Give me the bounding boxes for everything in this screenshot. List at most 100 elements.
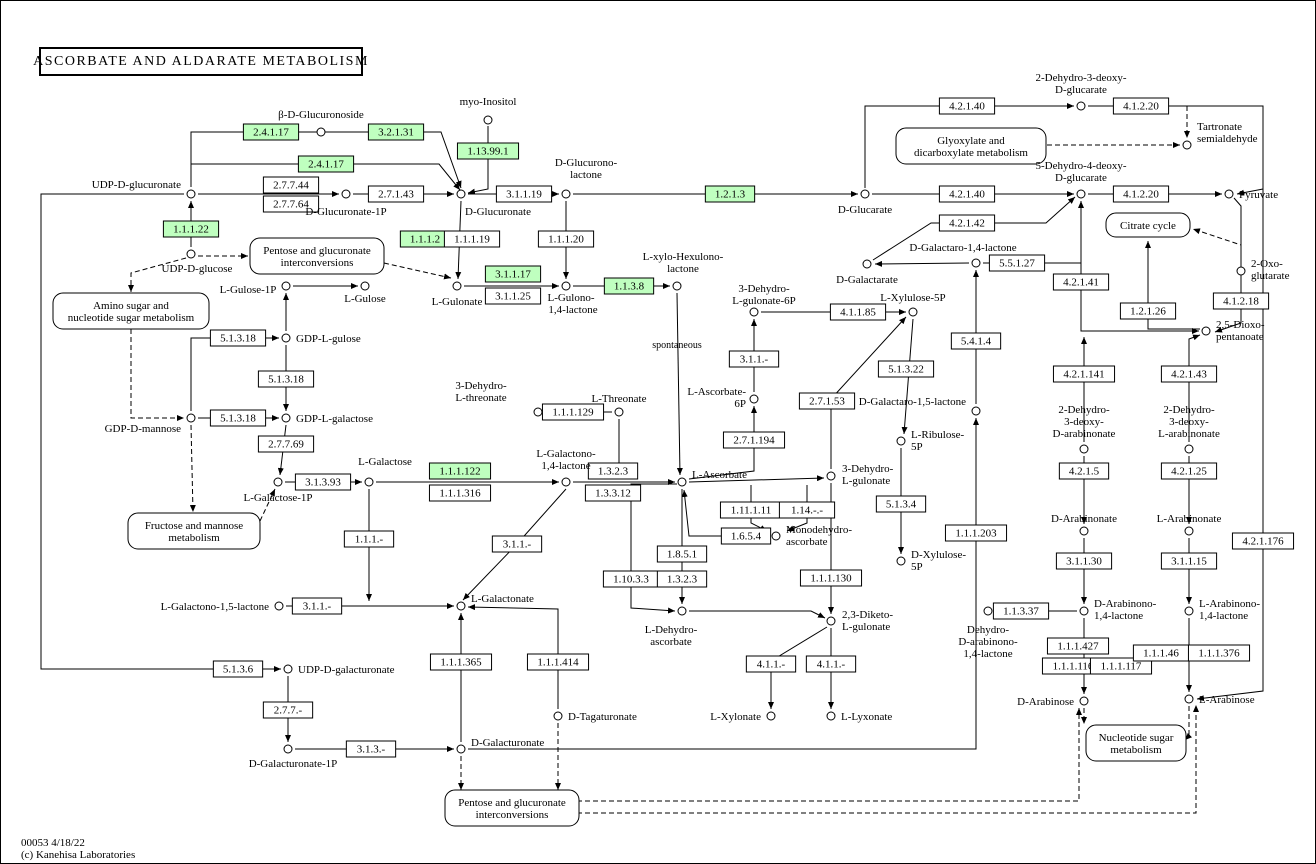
enzyme-box[interactable]: 1.1.1.365 — [429, 653, 493, 671]
compound-node[interactable] — [186, 189, 196, 199]
compound-node[interactable] — [274, 601, 284, 611]
compound-node[interactable] — [677, 606, 687, 616]
enzyme-box[interactable]: 1.1.1.203 — [944, 524, 1008, 542]
enzyme-box[interactable]: 1.1.1.20 — [537, 230, 595, 248]
compound-node[interactable] — [1236, 266, 1246, 276]
enzyme-box[interactable]: 3.2.1.31 — [367, 123, 425, 141]
compound-node[interactable] — [553, 711, 563, 721]
enzyme-box[interactable]: 1.1.1.19 — [443, 230, 501, 248]
compound-node[interactable] — [281, 413, 291, 423]
enzyme-box[interactable]: 3.1.3.- — [345, 740, 397, 758]
enzyme-box[interactable]: 1.1.1.116 — [1041, 657, 1105, 675]
compound-node[interactable] — [283, 664, 293, 674]
compound-node[interactable] — [273, 477, 283, 487]
pathway-link[interactable]: Citrate cycle — [1105, 212, 1191, 238]
enzyme-box[interactable]: 4.2.1.141 — [1052, 365, 1116, 383]
enzyme-box[interactable]: 1.3.2.3 — [587, 462, 639, 480]
enzyme-box[interactable]: 4.2.1.42 — [938, 214, 996, 232]
enzyme-box[interactable]: 4.2.1.40 — [938, 97, 996, 115]
enzyme-box[interactable]: 5.4.1.4 — [950, 332, 1002, 350]
enzyme-box[interactable]: 3.1.1.25 — [484, 287, 542, 305]
enzyme-box[interactable]: 1.3.3.12 — [584, 484, 642, 502]
compound-node[interactable] — [1224, 189, 1234, 199]
compound-node[interactable] — [1076, 189, 1086, 199]
compound-node[interactable] — [971, 258, 981, 268]
compound-node[interactable] — [456, 189, 466, 199]
compound-node[interactable] — [281, 333, 291, 343]
enzyme-box[interactable]: 1.6.5.4 — [720, 527, 772, 545]
compound-node[interactable] — [186, 413, 196, 423]
enzyme-box[interactable]: 1.1.1.2 — [399, 230, 451, 248]
enzyme-box[interactable]: 1.1.1.- — [343, 530, 395, 548]
compound-node[interactable] — [766, 711, 776, 721]
enzyme-box[interactable]: 4.1.1.85 — [829, 303, 887, 321]
enzyme-box[interactable]: 1.2.1.26 — [1119, 302, 1177, 320]
compound-node[interactable] — [341, 189, 351, 199]
compound-node[interactable] — [771, 531, 781, 541]
compound-node[interactable] — [281, 281, 291, 291]
enzyme-box[interactable]: 1.1.1.376 — [1187, 644, 1251, 662]
enzyme-box[interactable]: 3.1.1.- — [728, 350, 780, 368]
compound-node[interactable] — [826, 471, 836, 481]
compound-node[interactable] — [283, 744, 293, 754]
enzyme-box[interactable]: 4.1.2.20 — [1112, 185, 1170, 203]
enzyme-box[interactable]: 3.1.1.- — [491, 535, 543, 553]
compound-node[interactable] — [1079, 606, 1089, 616]
enzyme-box[interactable]: 1.1.1.427 — [1046, 637, 1110, 655]
enzyme-box[interactable]: 4.2.1.25 — [1160, 462, 1218, 480]
compound-node[interactable] — [456, 744, 466, 754]
enzyme-box[interactable]: 2.4.1.17 — [297, 155, 355, 173]
enzyme-box[interactable]: 1.8.5.1 — [656, 545, 708, 563]
compound-node[interactable] — [896, 436, 906, 446]
enzyme-box[interactable]: 5.5.1.27 — [988, 254, 1046, 272]
enzyme-box[interactable]: 4.1.2.18 — [1212, 292, 1270, 310]
enzyme-box[interactable]: 2.7.7.64 — [262, 195, 320, 213]
compound-node[interactable] — [862, 259, 872, 269]
enzyme-box[interactable]: 2.7.7.69 — [257, 435, 315, 453]
compound-node[interactable] — [561, 477, 571, 487]
enzyme-box[interactable]: 1.14.-.- — [778, 501, 836, 519]
compound-node[interactable] — [983, 606, 993, 616]
compound-node[interactable] — [896, 556, 906, 566]
enzyme-box[interactable]: 1.1.1.414 — [526, 653, 590, 671]
compound-node[interactable] — [1079, 696, 1089, 706]
compound-node[interactable] — [1184, 606, 1194, 616]
enzyme-box[interactable]: 5.1.3.18 — [257, 370, 315, 388]
compound-node[interactable] — [364, 477, 374, 487]
compound-node[interactable] — [452, 281, 462, 291]
enzyme-box[interactable]: 5.1.3.4 — [875, 495, 927, 513]
enzyme-box[interactable]: 1.1.1.130 — [799, 569, 863, 587]
enzyme-box[interactable]: 1.1.1.117 — [1089, 657, 1153, 675]
compound-node[interactable] — [971, 406, 981, 416]
enzyme-box[interactable]: 1.2.1.3 — [704, 185, 756, 203]
compound-node[interactable] — [908, 307, 918, 317]
compound-node[interactable] — [1079, 444, 1089, 454]
enzyme-box[interactable]: 3.1.3.93 — [294, 473, 352, 491]
enzyme-box[interactable]: 3.1.1.30 — [1055, 552, 1113, 570]
compound-node[interactable] — [186, 249, 196, 259]
compound-node[interactable] — [561, 281, 571, 291]
enzyme-box[interactable]: 3.1.1.15 — [1160, 552, 1218, 570]
enzyme-box[interactable]: 4.1.1.- — [805, 655, 857, 673]
compound-node[interactable] — [672, 281, 682, 291]
compound-node[interactable] — [749, 394, 759, 404]
compound-node[interactable] — [360, 281, 370, 291]
enzyme-box[interactable]: 2.7.1.43 — [367, 185, 425, 203]
enzyme-box[interactable]: 2.4.1.17 — [242, 123, 300, 141]
compound-node[interactable] — [1184, 444, 1194, 454]
enzyme-box[interactable]: 4.1.1.- — [745, 655, 797, 673]
enzyme-box[interactable]: 5.1.3.6 — [212, 660, 264, 678]
enzyme-box[interactable]: 1.1.3.37 — [992, 602, 1050, 620]
compound-node[interactable] — [614, 407, 624, 417]
enzyme-box[interactable]: 1.13.99.1 — [456, 142, 520, 160]
enzyme-box[interactable]: 2.7.1.53 — [798, 392, 856, 410]
compound-node[interactable] — [533, 407, 543, 417]
enzyme-box[interactable]: 2.7.7.44 — [262, 176, 320, 194]
enzyme-box[interactable]: 3.1.1.19 — [495, 185, 553, 203]
compound-node[interactable] — [1201, 326, 1211, 336]
